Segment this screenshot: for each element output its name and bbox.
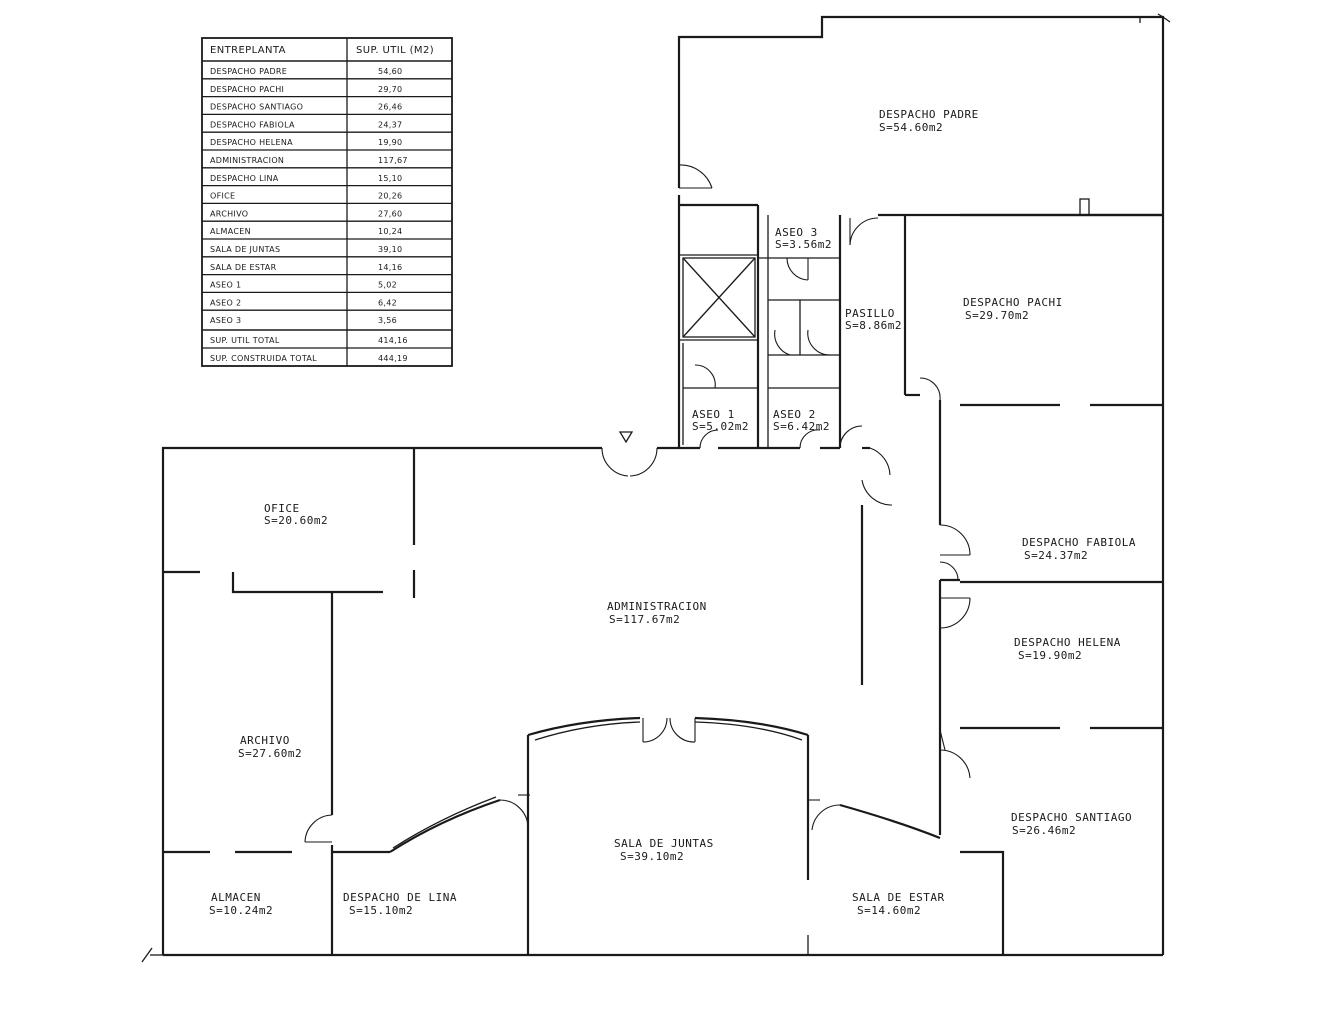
table-cell-room: ALMACEN [210,227,251,236]
area-table: ENTREPLANTA SUP. UTIL (M2) DESPACHO PADR… [201,37,453,367]
room-area-despacho-santiago: S=26.46m2 [1012,824,1076,837]
table-cell-room: DESPACHO PACHI [210,85,284,94]
room-area-almacen: S=10.24m2 [209,904,273,917]
table-row: SUP. UTIL TOTAL 414,16 [210,336,408,345]
table-cell-area: 3,56 [378,316,397,325]
room-name-despacho-de-lina: DESPACHO DE LINA [343,891,457,904]
table-cell-room: DESPACHO HELENA [210,138,293,147]
table-cell-area: 15,10 [378,174,402,183]
table-cell-room: DESPACHO FABIOLA [210,120,295,129]
room-name-despacho-helena: DESPACHO HELENA [1014,636,1121,649]
table-cell-area: 14,16 [378,263,402,272]
room-name-aseo-1: ASEO 1 [692,408,735,421]
room-area-sala-de-estar: S=14.60m2 [857,904,921,917]
table-cell-area: 26,46 [378,103,402,112]
table-row: DESPACHO PADRE 54,60 [210,67,402,76]
interior-walls [163,198,1163,955]
room-area-despacho-padre: S=54.60m2 [879,121,943,134]
room-name-aseo-3: ASEO 3 [775,226,818,239]
table-cell-room: ASEO 1 [210,281,241,290]
table-cell-room: ASEO 2 [210,298,241,307]
table-cell-area: 10,24 [378,227,402,236]
table-row: ASEO 1 5,02 [210,281,397,290]
table-cell-room: SUP. CONSTRUIDA TOTAL [210,354,317,363]
table-cell-room: DESPACHO SANTIAGO [210,103,303,112]
table-cell-room: OFICE [210,192,235,201]
table-cell-area: 24,37 [378,120,402,129]
room-area-ofice: S=20.60m2 [264,514,328,527]
table-row: SALA DE ESTAR 14,16 [210,263,402,272]
table-cell-room: ADMINISTRACION [210,156,284,165]
room-area-administracion: S=117.67m2 [609,613,680,626]
table-row: DESPACHO PACHI 29,70 [210,85,402,94]
room-area-aseo-2: S=6.42m2 [773,420,830,433]
room-name-sala-de-estar: SALA DE ESTAR [852,891,945,904]
room-name-despacho-santiago: DESPACHO SANTIAGO [1011,811,1132,824]
room-area-pasillo: S=8.86m2 [845,319,902,332]
table-row: DESPACHO LINA 15,10 [210,174,402,183]
room-area-despacho-helena: S=19.90m2 [1018,649,1082,662]
table-cell-room: ASEO 3 [210,316,241,325]
table-cell-area: 39,10 [378,245,402,254]
table-cell-area: 414,16 [378,336,408,345]
room-area-aseo-1: S=5.02m2 [692,420,749,433]
room-name-sala-de-juntas: SALA DE JUNTAS [614,837,714,850]
room-name-ofice: OFICE [264,502,300,515]
table-row: DESPACHO FABIOLA 24,37 [210,120,402,129]
table-cell-area: 27,60 [378,209,402,218]
table-cell-room: DESPACHO PADRE [210,67,287,76]
table-cell-room: ARCHIVO [210,209,248,218]
room-name-administracion: ADMINISTRACION [607,600,707,613]
room-name-pasillo: PASILLO [845,307,895,320]
room-name-aseo-2: ASEO 2 [773,408,816,421]
table-cell-area: 19,90 [378,138,402,147]
room-name-despacho-pachi: DESPACHO PACHI [963,296,1063,309]
table-row: DESPACHO HELENA 19,90 [210,138,402,147]
room-name-despacho-fabiola: DESPACHO FABIOLA [1022,536,1136,549]
room-labels: DESPACHO PADRE S=54.60m2 ASEO 3 S=3.56m2… [209,108,1136,917]
room-area-despacho-de-lina: S=15.10m2 [349,904,413,917]
room-name-archivo: ARCHIVO [240,734,290,747]
table-row: DESPACHO SANTIAGO 26,46 [210,103,402,112]
room-area-despacho-pachi: S=29.70m2 [965,309,1029,322]
table-row: SUP. CONSTRUIDA TOTAL 444,19 [210,354,408,363]
table-cell-area: 444,19 [378,354,408,363]
table-cell-room: DESPACHO LINA [210,174,279,183]
table-cell-area: 20,26 [378,192,402,201]
table-cell-room: SUP. UTIL TOTAL [210,336,280,345]
table-row: SALA DE JUNTAS 39,10 [210,245,402,254]
room-name-almacen: ALMACEN [211,891,261,904]
table-cell-area: 5,02 [378,281,397,290]
table-header-value: SUP. UTIL (M2) [356,45,434,56]
table-cell-room: SALA DE JUNTAS [210,245,280,254]
room-area-despacho-fabiola: S=24.37m2 [1024,549,1088,562]
room-area-sala-de-juntas: S=39.10m2 [620,850,684,863]
table-row: ASEO 2 6,42 [210,298,397,307]
exterior-walls [141,13,1171,963]
room-name-despacho-padre: DESPACHO PADRE [879,108,979,121]
table-row: OFICE 20,26 [210,192,402,201]
table-header-name: ENTREPLANTA [210,45,286,56]
table-cell-room: SALA DE ESTAR [210,263,277,272]
table-cell-area: 6,42 [378,298,397,307]
table-cell-area: 54,60 [378,67,402,76]
table-row: ARCHIVO 27,60 [210,209,402,218]
table-row: ALMACEN 10,24 [210,227,402,236]
doors [304,164,971,843]
room-area-aseo-3: S=3.56m2 [775,238,832,251]
room-area-archivo: S=27.60m2 [238,747,302,760]
table-row: ASEO 3 3,56 [210,316,397,325]
table-row: ADMINISTRACION 117,67 [210,156,408,165]
table-cell-area: 29,70 [378,85,402,94]
table-cell-area: 117,67 [378,156,408,165]
